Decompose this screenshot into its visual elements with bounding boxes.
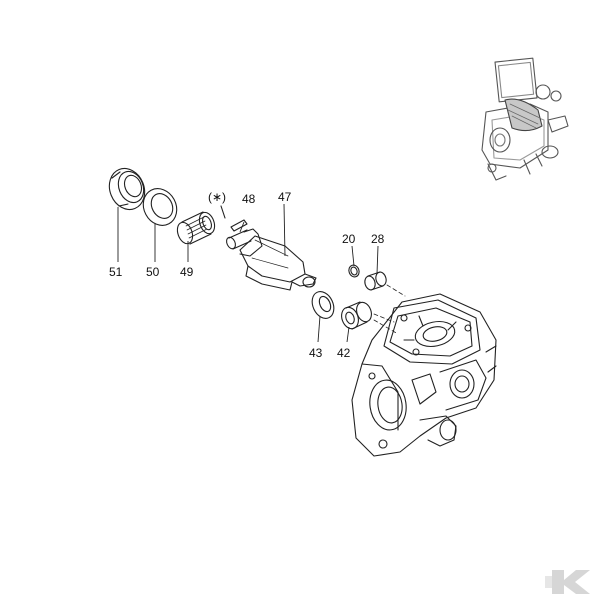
label-part-48: 48 — [242, 192, 256, 206]
label-note-asterisk: (∗) — [208, 190, 227, 204]
part-28-sleeve — [364, 271, 387, 291]
label-part-50: 50 — [146, 265, 160, 279]
label-part-51: 51 — [109, 265, 123, 279]
part-50-washer — [142, 188, 178, 226]
label-leader-lines — [117, 203, 379, 343]
label-part-43: 43 — [309, 346, 323, 360]
label-part-42: 42 — [337, 346, 351, 360]
part-49-bearing — [176, 211, 216, 245]
label-part-28: 28 — [371, 232, 385, 246]
part-43-washer — [311, 291, 335, 319]
pump-housing — [351, 293, 497, 457]
part-51-seal — [108, 167, 146, 211]
label-part-47: 47 — [278, 190, 292, 204]
note-leader-line — [220, 205, 226, 219]
part-47-shaft — [226, 228, 317, 291]
label-part-49: 49 — [180, 265, 194, 279]
label-part-20: 20 — [342, 232, 356, 246]
part-48-key — [230, 219, 248, 232]
assembly-thumbnail-icon — [481, 57, 569, 181]
brand-k-logo-icon — [545, 570, 590, 594]
part-20-circlip — [348, 264, 360, 278]
part-42-bearing — [341, 301, 372, 330]
